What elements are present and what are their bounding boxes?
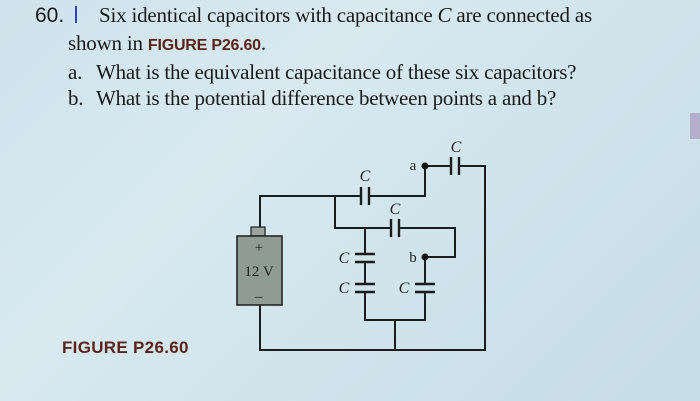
node-a-label: a [410, 158, 417, 174]
statement-line-1: Six identical capacitors with capacitanc… [99, 3, 592, 28]
statement-text: shown in [68, 31, 148, 55]
capacitance-variable: C [437, 3, 452, 27]
question-label: b. [68, 86, 84, 110]
node-b-dot [421, 253, 429, 261]
capacitor-a-label: C [451, 139, 462, 156]
battery-terminal [250, 226, 266, 237]
node-a-dot [421, 162, 429, 170]
capacitor-left-lower-label: C [339, 280, 350, 297]
difficulty-marker [75, 6, 77, 23]
question-label: a. [68, 60, 83, 84]
question-text: What is the equivalent capacitance of th… [96, 60, 577, 84]
battery [236, 235, 283, 306]
battery-voltage: 12 V [244, 264, 273, 280]
capacitor-middle-label: C [390, 201, 401, 218]
problem-text: 60. Six identical capacitors with capaci… [0, 0, 700, 120]
wires [259, 165, 486, 351]
capacitor-right-lower-label: C [399, 280, 410, 297]
capacitor-plates [355, 157, 461, 294]
page-edge-tab [690, 113, 700, 139]
question-a: a. What is the equivalent capacitance of … [68, 60, 577, 85]
statement-text: . [260, 31, 266, 55]
statement-text: are connected as [451, 3, 592, 27]
battery-plus: + [255, 240, 263, 256]
question-text: What is the potential difference between… [96, 86, 557, 110]
figure-caption: FIGURE P26.60 [62, 338, 189, 357]
node-b-label: b [409, 250, 417, 266]
problem-number: 60. [35, 4, 65, 27]
question-b: b. What is the potential difference betwe… [68, 86, 556, 111]
capacitor-top-label: C [360, 168, 371, 185]
figure-reference: FIGURE P26.60 [147, 37, 261, 54]
capacitor-left-upper-label: C [339, 250, 350, 267]
statement-line-2: shown in FIGURE P26.60. [68, 31, 266, 56]
statement-text: Six identical capacitors with capacitanc… [99, 3, 438, 27]
battery-minus: – [254, 289, 263, 305]
